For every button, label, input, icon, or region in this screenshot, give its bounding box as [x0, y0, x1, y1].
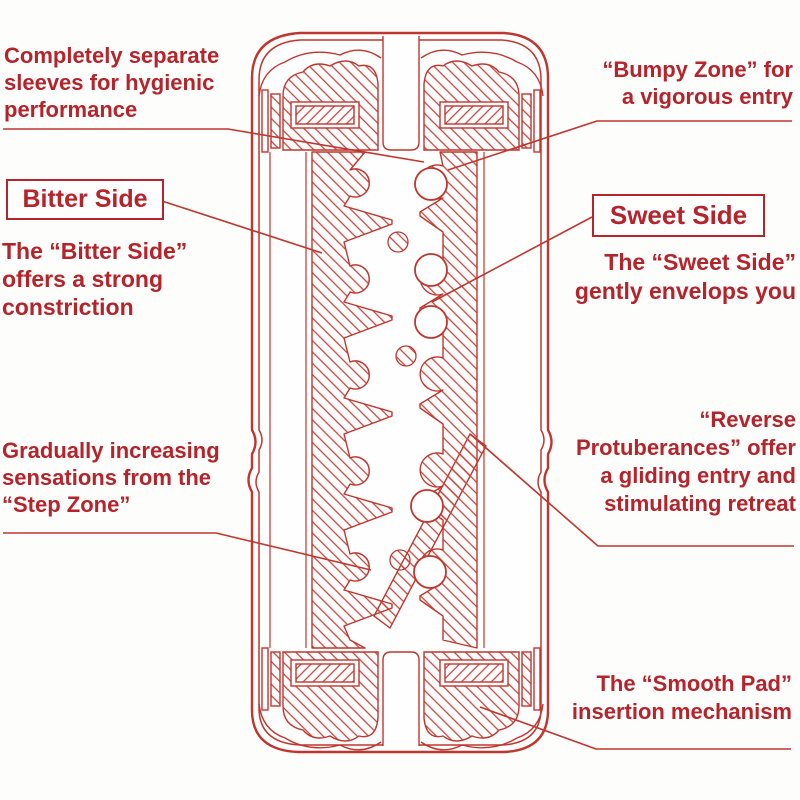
top-clamp-right	[521, 93, 532, 149]
leader-lines	[3, 120, 794, 750]
bitter-side-title: Bitter Side	[22, 185, 148, 213]
bumpy-zone-label: “Bumpy Zone” for a vigorous entry	[602, 57, 793, 109]
top-insert-right	[444, 105, 504, 125]
bitter-side-sleeve	[311, 151, 393, 649]
leader-separate-sleeves	[3, 128, 425, 163]
bottom-clamp-left	[270, 651, 281, 707]
sweet-side-callout-box: Sweet Side	[592, 194, 765, 237]
top-center-slot	[382, 36, 420, 151]
leader-smooth-pad	[479, 706, 791, 750]
top-cap-mechanism	[258, 36, 544, 153]
bottom-insert-left	[295, 663, 355, 683]
smooth-pad-label: The “Smooth Pad” insertion mechanism	[571, 671, 792, 724]
bottom-shoulder-contour	[258, 703, 544, 751]
bitter-side-callout-box: Bitter Side	[6, 179, 164, 220]
top-insert-left	[295, 105, 355, 125]
bottom-clamp-left-outer	[261, 647, 269, 711]
leader-bumpy-zone	[447, 120, 792, 171]
leader-bitter-side	[161, 200, 323, 254]
bottom-center-slot	[382, 651, 420, 746]
bitter-side-description: The “Bitter Side” offers a strong constr…	[2, 238, 188, 320]
top-clamp-left-outer	[261, 89, 269, 153]
bottom-clamp-right-outer	[533, 647, 541, 711]
top-clamp-right-outer	[533, 89, 541, 153]
sweet-side-title: Sweet Side	[609, 200, 748, 230]
bottom-clamp-right	[521, 651, 532, 707]
leader-reverse-protuberances	[469, 433, 794, 547]
leader-step-zone	[3, 532, 372, 571]
top-clamp-left	[270, 93, 281, 149]
leader-sweet-side	[431, 216, 593, 303]
sweet-side-description: The “Sweet Side” gently envelops you	[574, 249, 796, 304]
sleeve-holder-walls	[269, 152, 485, 648]
separate-sleeves-label: Completely separate sleeves for hygienic…	[4, 43, 220, 122]
reverse-protuberance-nubs	[387, 231, 417, 571]
reverse-protuberances-label: “Reverse Protuberances” offer a gliding …	[575, 407, 796, 516]
top-shoulder-contour	[258, 49, 544, 97]
bottom-cap-mechanism	[258, 647, 544, 751]
bottom-insert-right	[444, 663, 504, 683]
step-zone-label: Gradually increasing sensations from the…	[2, 438, 220, 517]
sweet-side-bump-holes	[410, 167, 448, 589]
